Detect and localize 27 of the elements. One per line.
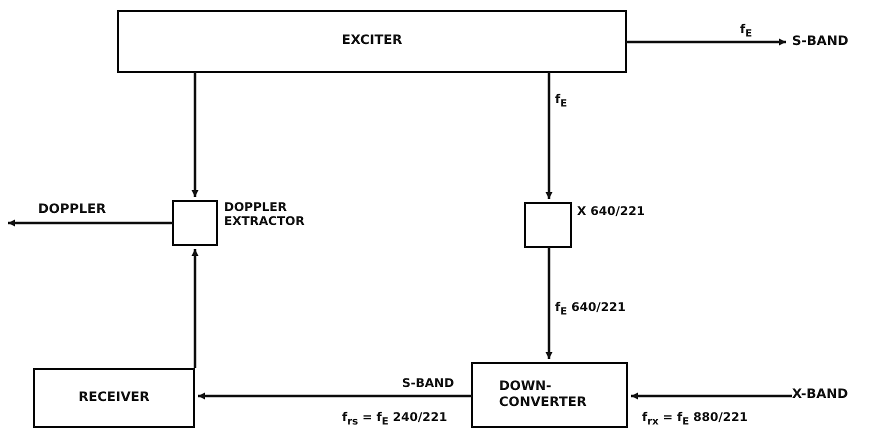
edge-label: f$_{E}$ — [738, 22, 754, 40]
arrow — [192, 249, 198, 368]
process-box — [117, 10, 627, 73]
arrow — [631, 392, 792, 400]
empty-block — [524, 202, 572, 248]
edge-label: f$_{E}$ — [553, 92, 570, 110]
block-label: DOPPLER — [38, 202, 108, 218]
edge-label: S-BAND — [400, 376, 456, 390]
block-label: X-BAND — [792, 387, 849, 404]
process-box — [471, 362, 628, 428]
empty-block — [172, 200, 218, 246]
arrow — [198, 392, 471, 400]
process-box — [33, 368, 195, 428]
block-label: DOWN- CONVERTER — [499, 378, 588, 412]
arrow — [546, 248, 552, 359]
formula-label: f$_{rs}$ = f$_{E}$ 240/221 — [340, 410, 450, 428]
arrow — [546, 73, 552, 199]
block-label: RECEIVER — [78, 390, 150, 406]
edge-label: f$_{E}$ 640/221 — [553, 300, 628, 318]
arrow — [192, 73, 198, 197]
block-label: EXCITER — [342, 33, 402, 50]
arrow — [8, 220, 172, 226]
block-caption: DOPPLER EXTRACTOR — [224, 200, 306, 229]
edge-label: f$_{rx}$ = f$_{E}$ 880/221 — [640, 410, 750, 428]
block-label: S-BAND — [792, 34, 850, 50]
arrow — [627, 38, 786, 46]
block-caption: X 640/221 — [577, 204, 646, 218]
